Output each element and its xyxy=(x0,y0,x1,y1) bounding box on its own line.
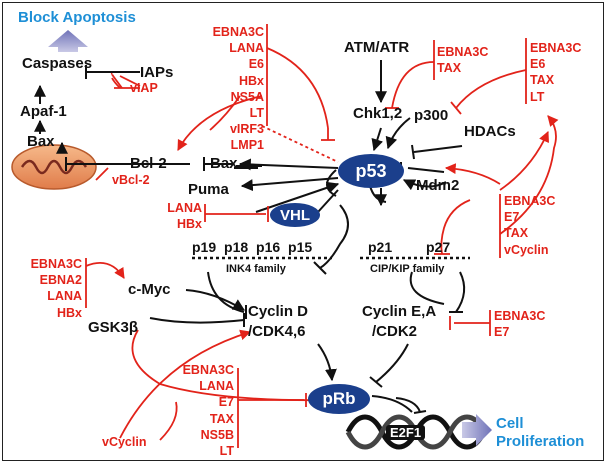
vbcl2-factor: vBcl-2 xyxy=(112,173,150,187)
iaps-node: IAPs xyxy=(140,64,174,81)
bcl2-node: Bcl-2 xyxy=(130,155,167,172)
p27-node: p27 xyxy=(426,239,451,255)
cdk46-node: /CDK4,6 xyxy=(248,323,306,340)
cyclin-d-node: Cyclin D xyxy=(248,303,309,320)
vhl-node: VHL xyxy=(270,203,320,227)
p300-inhibitor: EBNA3C xyxy=(530,41,582,55)
gsk3b-node: GSK3β xyxy=(88,319,139,336)
p300-node: p300 xyxy=(414,107,449,124)
cyclin-ea-node: Cyclin E,A xyxy=(362,303,437,320)
cip-kip-family-label: CIP/KIP family xyxy=(370,263,445,275)
block-apoptosis-label: Block Apoptosis xyxy=(18,9,136,26)
cmyc-inhibitor: LANA xyxy=(47,289,82,304)
bax-mid-node: Bax xyxy=(210,155,238,172)
p53-inhibitor: NS5A xyxy=(230,89,264,104)
cmyc-inhibitor: HBx xyxy=(56,305,82,320)
chk-node: Chk1,2 xyxy=(353,105,403,122)
mdm2-inhibitor: EBNA3C xyxy=(504,194,556,208)
cyclin-e-inhibitor: EBNA3C xyxy=(494,309,546,323)
prb-inhibitor: EBNA3C xyxy=(182,363,234,377)
p300-inhibitor: TAX xyxy=(530,73,555,88)
atm-atr-node: ATM/ATR xyxy=(344,39,410,56)
chk-inhibitor-list: EBNA3C TAX xyxy=(437,44,488,76)
cyclin-e-inhibitor: E7 xyxy=(494,325,510,340)
cyclin-e-inhibitor-list: EBNA3C E7 xyxy=(494,308,545,340)
p53-inhibitor: vIRF3 xyxy=(229,122,264,137)
p53-inhibitor: HBx xyxy=(238,73,264,88)
cmyc-inhibitor-list: EBNA3C EBNA2 LANA HBx xyxy=(18,256,82,321)
p21-node: p21 xyxy=(368,239,393,255)
vhl-inhibitor-list: LANA HBx xyxy=(150,200,202,232)
chk-inhibitor: EBNA3C xyxy=(437,45,489,59)
p53-inhibitor: LMP1 xyxy=(230,138,264,153)
puma-node: Puma xyxy=(188,181,229,198)
mdm2-inhibitor: E7 xyxy=(504,210,520,225)
p53-inhibitor-list: EBNA3C LANA E6 HBx NS5A LT vIRF3 LMP1 xyxy=(210,24,264,154)
caspases-label: Caspases xyxy=(22,55,93,72)
mdm2-inhibitor-list: EBNA3C E7 TAX vCyclin xyxy=(504,193,555,258)
prb-inhibitor: E7 xyxy=(218,395,234,410)
p53-inhibitor: E6 xyxy=(248,57,264,72)
proliferation-label: Proliferation xyxy=(496,433,585,450)
viap-factor: vIAP xyxy=(130,81,158,95)
apaf1-node: Apaf-1 xyxy=(20,103,67,120)
mdm2-inhibitor: vCyclin xyxy=(504,242,549,257)
prb-inhibitor: NS5B xyxy=(200,427,234,442)
mitochondrion-icon xyxy=(11,144,97,190)
p53-node: p53 xyxy=(338,154,404,188)
prb-inhibitor-list: EBNA3C LANA E7 TAX NS5B LT xyxy=(170,362,234,459)
mdm2-node: Mdm2 xyxy=(416,177,460,194)
chk-inhibitor: TAX xyxy=(437,61,462,76)
prb-inhibitor: TAX xyxy=(209,411,234,426)
prb-inhibitor: LANA xyxy=(199,379,234,394)
p53-inhibitor: LT xyxy=(249,105,264,120)
ink4-family-label: INK4 family xyxy=(226,263,286,275)
bax-upper-node: Bax xyxy=(27,133,55,150)
cdk2-node: /CDK2 xyxy=(372,323,418,340)
ink4-members: p19 p18 p16 p15 xyxy=(192,239,313,255)
vhl-inhibitor: HBx xyxy=(176,217,202,232)
vcyclin-factor: vCyclin xyxy=(102,435,147,449)
diagram-frame xyxy=(2,2,604,461)
p300-inhibitor: LT xyxy=(530,89,545,104)
proliferation-arrow xyxy=(462,414,492,446)
prb-node: pRb xyxy=(308,384,370,414)
p300-inhibitor-list: EBNA3C E6 TAX LT xyxy=(530,40,581,105)
p300-inhibitor: E6 xyxy=(530,57,546,72)
prb-inhibitor: LT xyxy=(219,443,234,458)
hdacs-node: HDACs xyxy=(464,123,516,140)
vhl-inhibitor: LANA xyxy=(167,201,202,215)
cmyc-node: c-Myc xyxy=(128,281,171,298)
cell-label: Cell xyxy=(496,415,524,432)
cmyc-inhibitor: EBNA2 xyxy=(39,273,82,288)
block-apoptosis-arrow xyxy=(48,30,88,52)
p53-inhibitor: LANA xyxy=(229,41,264,56)
e2f1-node: E2F1 xyxy=(386,425,426,440)
cmyc-inhibitor: EBNA3C xyxy=(30,257,82,271)
p53-inhibitor: EBNA3C xyxy=(212,25,264,39)
mdm2-inhibitor: TAX xyxy=(504,226,529,241)
